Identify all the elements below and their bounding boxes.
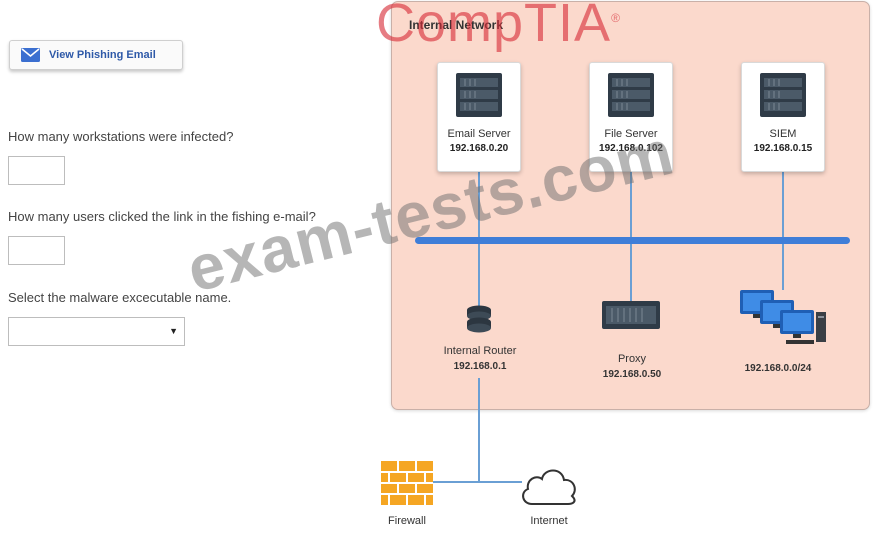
router-icon [467, 305, 491, 333]
server-icon [608, 73, 654, 117]
siem-ip: 192.168.0.15 [753, 143, 813, 154]
comptia-logo-watermark: CompTIA® [376, 0, 621, 54]
wire-router-external [478, 378, 480, 482]
proxy-node[interactable] [602, 301, 660, 334]
workstations-ip: 192.168.0.0/24 [744, 363, 812, 374]
question-workstations-infected: How many workstations were infected? [8, 129, 234, 144]
wire-firewall-internet [432, 481, 522, 483]
wire-workstations [782, 244, 784, 290]
firewall-icon [381, 461, 433, 505]
email-server-name: Email Server [447, 128, 511, 140]
siem-node[interactable]: SIEM 192.168.0.15 [741, 62, 825, 172]
wire-siem [782, 172, 784, 240]
siem-name: SIEM [769, 128, 797, 140]
network-bus [415, 237, 850, 244]
comptia-logo-text: CompTIA [376, 0, 612, 53]
question-users-clicked: How many users clicked the link in the f… [8, 209, 316, 224]
chevron-down-icon: ▼ [169, 326, 178, 336]
file-server-ip: 192.168.0.102 [599, 143, 663, 154]
firewall-name: Firewall [388, 515, 426, 527]
internal-network-title: Internal Network [409, 18, 504, 32]
mail-icon [21, 48, 40, 62]
internal-router-ip: 192.168.0.1 [453, 361, 507, 372]
proxy-ip: 192.168.0.50 [602, 369, 662, 380]
view-phishing-email-label: View Phishing Email [49, 49, 156, 61]
internet-node[interactable] [518, 464, 580, 513]
wire-file-server [630, 172, 632, 240]
proxy-icon [602, 301, 660, 329]
wire-email-server [478, 172, 480, 240]
wire-router [478, 244, 480, 306]
malware-name-select[interactable]: ▼ [8, 317, 185, 346]
question-malware-name: Select the malware excecutable name. [8, 290, 232, 305]
server-icon [456, 73, 502, 117]
internal-router-node[interactable] [461, 305, 497, 338]
workstations-label: 192.168.0.0/24 [730, 363, 826, 374]
file-server-node[interactable]: File Server 192.168.0.102 [589, 62, 673, 172]
firewall-node[interactable] [381, 461, 433, 510]
cloud-icon [522, 469, 576, 505]
workstations-infected-input[interactable] [8, 156, 65, 185]
proxy-name: Proxy [617, 353, 647, 365]
internet-name: Internet [530, 515, 568, 527]
workstations-icon [740, 290, 826, 344]
users-clicked-input[interactable] [8, 236, 65, 265]
internal-router-label: Internal Router 192.168.0.1 [432, 345, 528, 372]
proxy-label: Proxy 192.168.0.50 [584, 353, 680, 380]
file-server-name: File Server [604, 128, 658, 140]
internal-router-name: Internal Router [443, 345, 517, 357]
email-server-ip: 192.168.0.20 [449, 143, 509, 154]
wire-proxy [630, 244, 632, 302]
view-phishing-email-button[interactable]: View Phishing Email [9, 40, 183, 70]
server-icon [760, 73, 806, 117]
registered-mark: ® [611, 11, 621, 25]
email-server-node[interactable]: Email Server 192.168.0.20 [437, 62, 521, 172]
workstations-node[interactable] [738, 288, 828, 353]
